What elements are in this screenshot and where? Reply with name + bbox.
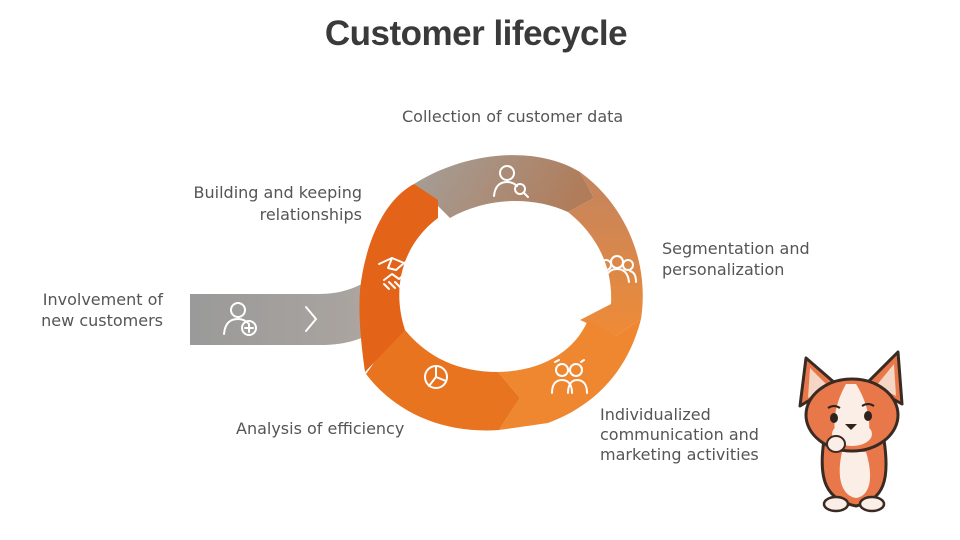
label-line: relationships xyxy=(259,205,362,224)
label-new-customers: Involvement of new customers xyxy=(41,289,163,331)
label-line: Involvement of xyxy=(42,290,163,309)
label-line: marketing activities xyxy=(600,445,759,464)
people-chat-icon xyxy=(551,359,588,394)
label-line: Building and keeping xyxy=(193,183,362,202)
label-line: communication and xyxy=(600,425,759,444)
page-title: Customer lifecycle xyxy=(324,14,628,53)
label-line: personalization xyxy=(662,260,785,279)
label-analysis: Analysis of efficiency xyxy=(236,418,404,439)
new-customers-band xyxy=(190,262,392,345)
add-user-icon xyxy=(223,302,257,336)
label-collection: Collection of customer data xyxy=(402,106,623,127)
label-line: Individualized xyxy=(600,405,711,424)
corgi-mascot-icon xyxy=(798,350,904,513)
group-icon xyxy=(597,255,637,283)
segment-communication xyxy=(498,319,641,430)
handshake-icon xyxy=(378,257,415,290)
label-communication: Individualized communication and marketi… xyxy=(600,405,759,465)
label-line: new customers xyxy=(41,311,163,330)
label-line: Analysis of efficiency xyxy=(236,419,405,438)
pie-chart-icon xyxy=(424,365,448,389)
label-line: Collection of customer data xyxy=(402,107,624,126)
chevron-right-icon xyxy=(305,306,317,332)
segment-segmentation xyxy=(568,172,643,336)
label-segmentation: Segmentation and personalization xyxy=(662,238,810,280)
label-relationships: Building and keeping relationships xyxy=(194,182,362,226)
user-search-icon xyxy=(493,165,529,198)
segment-collection xyxy=(414,155,594,218)
label-line: Segmentation and xyxy=(662,239,810,258)
